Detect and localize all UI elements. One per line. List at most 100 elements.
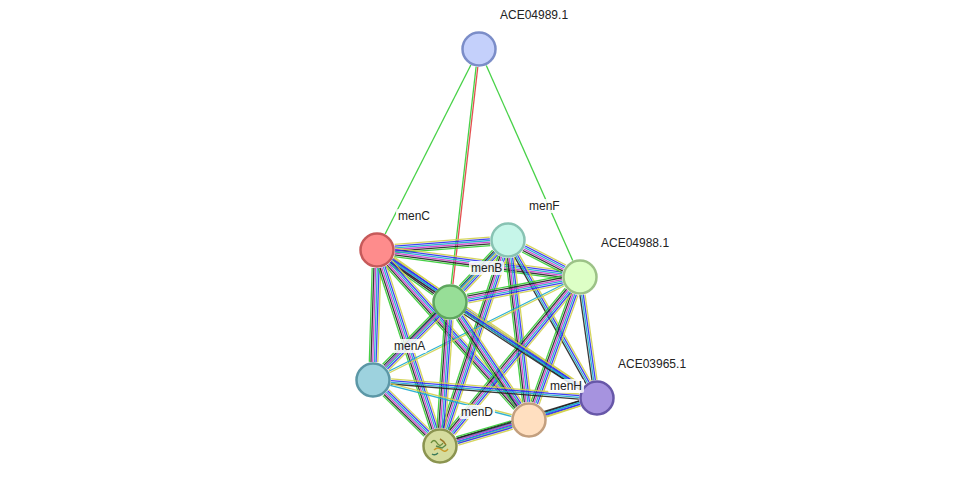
protein-node: menC [359, 232, 395, 268]
structure-stroke [436, 445, 446, 448]
evidence-line [389, 390, 430, 431]
evidence-line [509, 258, 526, 402]
evidence-line [380, 268, 432, 430]
evidence-line [383, 396, 424, 437]
node-label: menF [527, 199, 562, 213]
interaction-edge [378, 266, 438, 430]
protein-node: menA [355, 362, 391, 398]
interaction-edge [456, 421, 513, 445]
evidence-line [456, 401, 579, 438]
evidence-line [457, 402, 580, 439]
evidence-line [580, 295, 592, 380]
evidence-line [514, 257, 531, 401]
node-label: menH [548, 379, 584, 393]
protein-node: ACE04988.1 [562, 259, 598, 295]
node-disc [492, 224, 525, 257]
evidence-line [395, 242, 490, 249]
node-label: menC [396, 209, 432, 223]
node-label: menD [459, 405, 495, 419]
node-label: ACE04989.1 [498, 8, 570, 22]
evidence-line [383, 312, 435, 364]
protein-node: menH [511, 402, 547, 438]
node-circle [579, 380, 615, 416]
protein-node: menF [490, 222, 526, 258]
node-disc [357, 364, 390, 397]
evidence-line [451, 67, 476, 284]
evidence-line [369, 268, 372, 362]
node-disc [513, 404, 546, 437]
protein-node: menD [422, 428, 458, 464]
structure-icon [431, 439, 448, 455]
evidence-line [384, 313, 436, 365]
evidence-line [382, 267, 434, 429]
evidence-line [387, 266, 439, 428]
node-disc [424, 430, 457, 463]
evidence-line [389, 318, 441, 370]
node-label: menA [392, 339, 427, 353]
interaction-edge [383, 390, 430, 437]
evidence-line [440, 320, 448, 428]
evidence-line [456, 421, 510, 437]
evidence-line [439, 320, 447, 428]
node-circle [490, 222, 526, 258]
interaction-edge [506, 257, 531, 402]
interaction-edge [383, 312, 441, 370]
interaction-edge [369, 268, 380, 362]
evidence-line [388, 391, 429, 432]
structure-stroke [431, 441, 443, 446]
structure-stroke [434, 448, 448, 451]
evidence-line [523, 250, 563, 271]
evidence-line [582, 295, 594, 380]
evidence-line [457, 424, 511, 440]
evidence-line [511, 258, 528, 402]
evidence-line [385, 393, 426, 434]
evidence-line [585, 294, 597, 379]
evidence-line [486, 65, 572, 260]
node-circle [511, 402, 547, 438]
node-label: ACE04988.1 [599, 236, 671, 250]
node-disc [434, 286, 467, 319]
node-circle [562, 259, 598, 295]
evidence-line [453, 67, 478, 284]
evidence-line [442, 256, 499, 428]
evidence-line [378, 268, 430, 430]
node-circle [461, 31, 497, 67]
interaction-edge [522, 244, 566, 272]
evidence-line [524, 249, 564, 270]
node-disc [463, 33, 496, 66]
evidence-line [468, 280, 563, 298]
evidence-line [457, 423, 511, 439]
node-disc [564, 261, 597, 294]
interaction-edge [456, 401, 580, 443]
evidence-line [437, 320, 445, 428]
interaction-edge [385, 65, 471, 234]
interaction-edge [451, 67, 478, 284]
node-circle [355, 362, 391, 398]
evidence-line [583, 295, 595, 380]
structure-stroke [440, 439, 446, 445]
protein-node: menB [432, 284, 468, 320]
evidence-line [386, 392, 427, 433]
evidence-line [508, 258, 525, 402]
structure-stroke [432, 453, 438, 455]
evidence-line [457, 404, 580, 441]
interaction-edge [486, 65, 572, 260]
interaction-edge [437, 320, 453, 429]
evidence-line [385, 65, 471, 234]
node-label: menB [469, 261, 504, 275]
node-circle [422, 428, 458, 464]
protein-node: ACE03965.1 [579, 380, 615, 416]
node-label: ACE03965.1 [616, 357, 688, 371]
interaction-edge [467, 276, 563, 303]
evidence-line [385, 314, 437, 366]
node-circle [432, 284, 468, 320]
node-disc [581, 382, 614, 415]
node-circle [359, 232, 395, 268]
interaction-edge [580, 294, 597, 380]
evidence-line [384, 394, 425, 435]
evidence-line [513, 258, 530, 402]
node-disc [361, 234, 394, 267]
evidence-line [386, 315, 438, 367]
evidence-line [468, 281, 563, 299]
